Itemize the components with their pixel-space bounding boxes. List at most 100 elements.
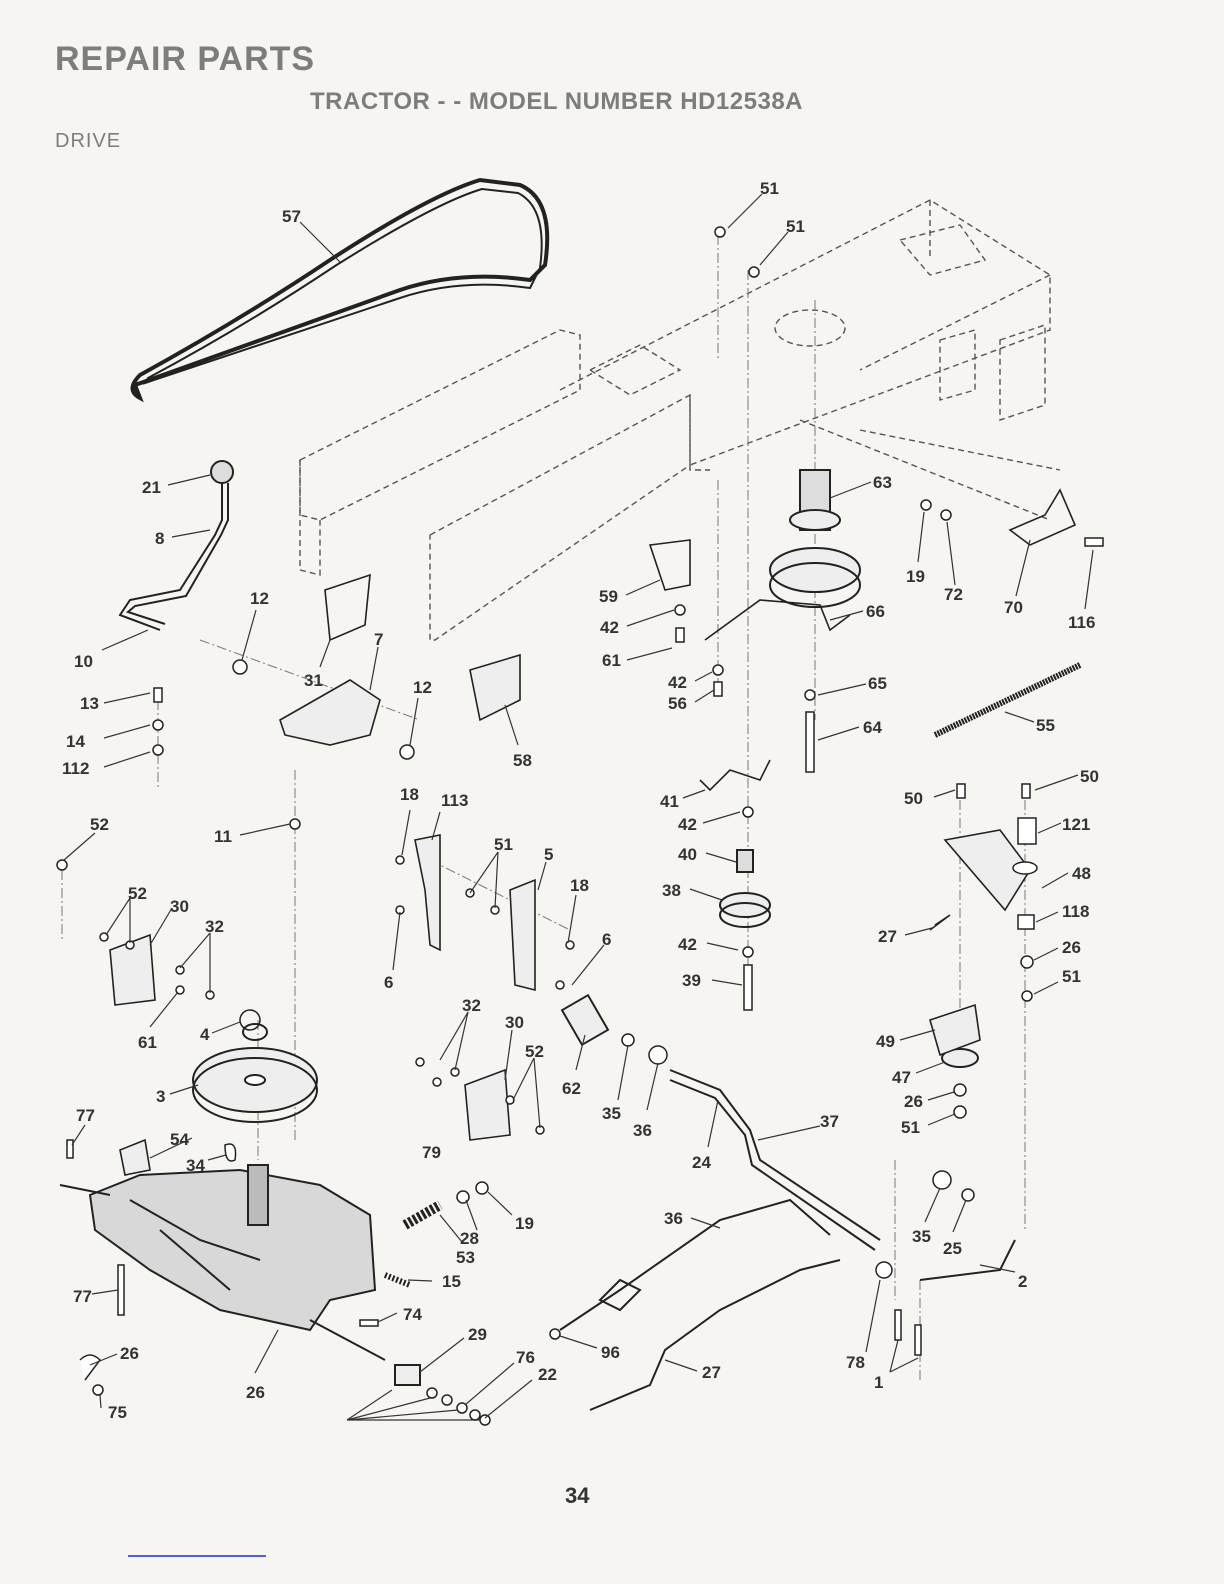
model-subtitle: TRACTOR - - MODEL NUMBER HD12538A — [310, 88, 803, 115]
callout-70: 70 — [1004, 598, 1023, 617]
callout-55: 55 — [1036, 716, 1055, 735]
callout-49: 49 — [876, 1032, 895, 1051]
leader-lines — [63, 193, 1094, 1421]
spring-illustrations — [383, 662, 1082, 1288]
callout-26: 75 — [108, 1403, 127, 1422]
callout-14: 14 — [66, 732, 85, 751]
callout-10: 10 — [74, 652, 93, 671]
callout-64: 64 — [863, 718, 882, 737]
callout-35: 35 — [602, 1104, 621, 1123]
callout-77: 74 — [403, 1305, 422, 1324]
callout-53: 2 — [1018, 1272, 1027, 1291]
callout-36: 36 — [633, 1121, 652, 1140]
callout-30: 30 — [170, 897, 189, 916]
callout-61: 79 — [422, 1143, 441, 1162]
callout-36: 35 — [912, 1227, 931, 1246]
callout-72: 72 — [944, 585, 963, 604]
callout-39: 39 — [682, 971, 701, 990]
callout-38: 38 — [662, 881, 681, 900]
callout-51: 51 — [494, 835, 513, 854]
callout-12: 12 — [250, 589, 269, 608]
callout-19: 19 — [906, 567, 925, 586]
callout-42: 42 — [668, 673, 687, 692]
callout-50: 50 — [904, 789, 923, 808]
callout-59: 59 — [599, 587, 618, 606]
callout-8: 8 — [155, 529, 164, 548]
callout-42: 42 — [678, 935, 697, 954]
callout-96: 26 — [120, 1344, 139, 1363]
callout-7: 7 — [374, 630, 383, 649]
callout-54: 54 — [170, 1130, 189, 1149]
page-number: 34 — [565, 1483, 590, 1508]
callout-12: 12 — [413, 678, 432, 697]
shift-lever-illustration — [118, 460, 234, 631]
bracket-illustrations — [109, 488, 1077, 1176]
callout-21: 21 — [142, 478, 161, 497]
page-title: REPAIR PARTS — [55, 40, 316, 78]
callout-51: 51 — [786, 217, 805, 236]
callout-48: 48 — [1072, 864, 1091, 883]
callout-18: 18 — [400, 785, 419, 804]
callout-27: 27 — [878, 927, 897, 946]
callout-56: 56 — [668, 694, 687, 713]
hardware-illustrations — [56, 226, 1104, 1426]
pulley-illustrations — [192, 469, 979, 1123]
callout-30: 30 — [505, 1013, 524, 1032]
callout-24: 19 — [515, 1214, 534, 1233]
callout-5: 5 — [544, 845, 553, 864]
callout-76: 22 — [538, 1365, 557, 1384]
callout-112: 112 — [62, 759, 89, 778]
callout-118: 118 — [1062, 902, 1089, 921]
callout-37: 37 — [820, 1112, 839, 1131]
callout-2: 15 — [442, 1272, 461, 1291]
callout-35: 25 — [943, 1239, 962, 1258]
callout-34: 24 — [692, 1153, 711, 1172]
callout-62: 62 — [562, 1079, 581, 1098]
callout-29: 96 — [601, 1343, 620, 1362]
callout-25: 53 — [456, 1248, 475, 1267]
callout-1: 26 — [246, 1383, 265, 1402]
callout-26: 78 — [846, 1353, 865, 1372]
callout-51: 51 — [901, 1118, 920, 1137]
callout-116: 116 — [1068, 613, 1095, 632]
callout-42: 42 — [600, 618, 619, 637]
callout-22: 27 — [702, 1363, 721, 1382]
callout-77: 77 — [76, 1106, 95, 1125]
section-heading: DRIVE — [55, 130, 122, 152]
footer-link-underline — [128, 1555, 266, 1557]
callout-4: 4 — [200, 1025, 210, 1044]
callout-labels: 57 51 51 63 21 8 19 72 70 116 12 59 66 4… — [62, 179, 1099, 1422]
callout-57: 57 — [282, 207, 301, 226]
rod-illustrations — [394, 993, 1016, 1411]
callout-40: 40 — [678, 845, 697, 864]
callout-6: 6 — [602, 930, 611, 949]
callout-65: 65 — [868, 674, 887, 693]
callout-52: 52 — [90, 815, 109, 834]
callout-32: 32 — [462, 996, 481, 1015]
callout-50: 50 — [1080, 767, 1099, 786]
callout-79: 34 — [186, 1156, 205, 1175]
callout-11: 11 — [214, 827, 232, 846]
callout-47: 47 — [892, 1068, 911, 1087]
tractor-frame-illustration — [299, 199, 1061, 641]
callout-18: 18 — [570, 876, 589, 895]
callout-61: 61 — [602, 651, 621, 670]
callout-113: 113 — [441, 791, 468, 810]
callout-28: 36 — [664, 1209, 683, 1228]
callout-74: 29 — [468, 1325, 487, 1344]
callout-51: 51 — [760, 179, 779, 198]
callout-58: 58 — [513, 751, 532, 770]
callout-27: 1 — [874, 1373, 883, 1392]
callout-51: 51 — [1062, 967, 1081, 986]
callout-6: 6 — [384, 973, 393, 992]
callout-78: 76 — [516, 1348, 535, 1367]
callout-66: 66 — [866, 602, 885, 621]
callout-61: 61 — [138, 1033, 157, 1052]
callout-121: 121 — [1062, 815, 1090, 834]
drive-belt-illustration — [130, 177, 550, 403]
callout-15: 77 — [73, 1287, 92, 1306]
callout-26: 26 — [904, 1092, 923, 1111]
callout-52: 52 — [525, 1042, 544, 1061]
callout-32: 32 — [205, 917, 224, 936]
